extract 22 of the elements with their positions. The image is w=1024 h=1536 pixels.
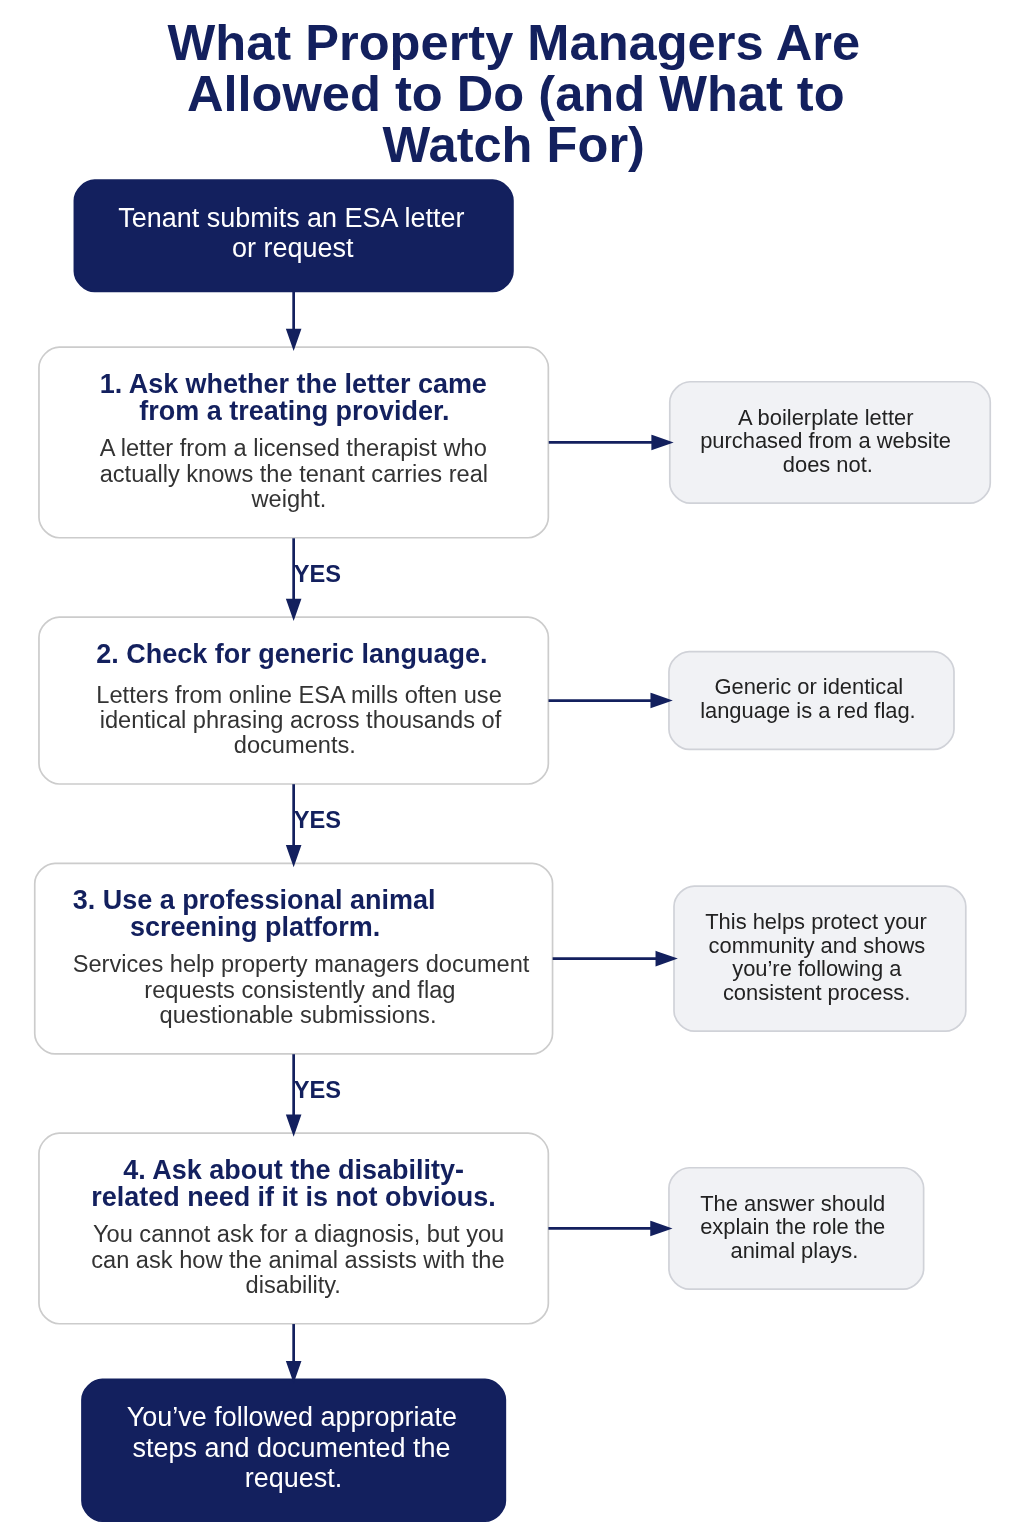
node-box: Generic or identical language is a red flag. xyxy=(667,650,955,751)
node-box: 1. Ask whether the letter came from a treating provider. A letter from a licensed therapist who actually knows the tenant carries real weight. xyxy=(37,346,549,539)
node-box: 4. Ask about the disability-related need if it is not obvious. You cannot ask for a diagnosis, but you can ask how the animal assists with the disability. xyxy=(37,1132,549,1325)
arrow xyxy=(285,1054,301,1137)
arrow xyxy=(285,292,301,352)
edge-label: YES xyxy=(293,807,341,834)
arrow xyxy=(285,538,301,621)
node-box: This helps protect your community and shows you’re following a consistent process. xyxy=(672,885,967,1032)
diagram-title: What Property Managers Are Allowed to Do (and What to Watch For) xyxy=(167,14,860,173)
node-box: Tenant submits an ESA letter or request xyxy=(73,179,514,293)
edge-label: YES xyxy=(293,560,341,587)
arrow xyxy=(285,784,301,868)
node-box: A boilerplate letter purchased from a website does not. xyxy=(668,380,991,505)
node-box: 2. Check for generic language. Letters from online ESA mills often use identical phrasing across thousands of documents. xyxy=(37,616,549,785)
arrow xyxy=(552,950,678,967)
node-box: The answer should explain the role the animal plays. xyxy=(667,1166,924,1291)
arrow xyxy=(547,1220,673,1237)
arrow xyxy=(548,434,674,451)
node-box: 3. Use a professional animal screening platform. Services help property managers document requests consistently and flag questionable submissions. xyxy=(33,862,553,1055)
node-box: You’ve followed appropriate steps and documented the request. xyxy=(80,1378,506,1522)
arrow xyxy=(548,692,673,709)
edge-label: YES xyxy=(293,1077,341,1104)
